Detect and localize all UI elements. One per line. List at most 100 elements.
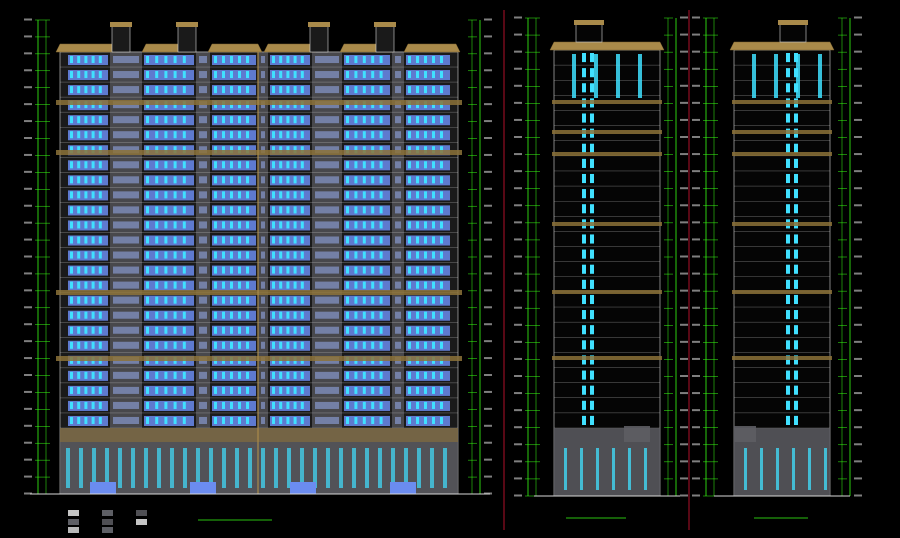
front-window <box>246 86 249 94</box>
front-window <box>164 326 168 334</box>
front-window <box>432 311 435 319</box>
front-window <box>354 176 358 184</box>
side-elevation-a-rail-left-level-label <box>514 33 522 36</box>
front-pier-window <box>315 311 339 319</box>
front-pier-window <box>315 146 339 154</box>
front-window <box>164 86 168 94</box>
side-elevation-b-window <box>786 294 790 305</box>
front-pier-window <box>113 311 139 319</box>
front-pier-window <box>315 281 339 289</box>
front-window <box>424 86 427 94</box>
side-elevation-b-roof-cornice <box>729 41 835 51</box>
front-window <box>408 86 411 94</box>
front-pier-window <box>395 326 401 334</box>
front-window <box>146 221 149 229</box>
side-elevation-a-rail-right-level-label <box>680 443 688 446</box>
front-rail-right-level-label <box>484 137 492 139</box>
front-window <box>279 146 283 154</box>
front-window <box>379 281 383 289</box>
front-window <box>238 341 241 349</box>
side-elevation-a-rail-right-level-label <box>680 16 688 19</box>
side-elevation-a-rail-left-level-label <box>514 443 522 446</box>
front-window <box>222 56 225 64</box>
side-elevation-b-podium-window <box>776 448 779 490</box>
side-elevation-a-rail-right-level-label <box>680 392 688 395</box>
side-elevation-b-rail-right-level-label <box>854 477 862 480</box>
front-window <box>146 206 149 214</box>
legend-swatch <box>68 510 79 516</box>
front-rail-right-level-label <box>484 272 492 275</box>
front-window <box>272 416 275 424</box>
front-rail-left-level-label <box>24 204 32 207</box>
front-tower-cap <box>374 22 396 27</box>
front-tower-cap <box>110 22 132 27</box>
front-pier-window <box>261 146 265 154</box>
front-window <box>440 281 443 289</box>
front-window <box>222 386 225 394</box>
side-elevation-a-window <box>582 370 586 380</box>
front-window <box>155 221 159 229</box>
front-window <box>146 251 149 259</box>
front-window <box>286 416 290 424</box>
front-window <box>230 131 233 139</box>
front-window <box>272 386 275 394</box>
front-window-band <box>68 115 108 126</box>
front-window <box>432 71 435 79</box>
front-window <box>424 416 427 424</box>
front-window <box>91 176 95 184</box>
front-pier-window <box>113 131 139 139</box>
side-elevation-a-window <box>590 264 594 274</box>
front-window <box>440 266 443 274</box>
side-elevation-b-rail-right-level-label <box>854 153 862 156</box>
front-window <box>346 236 349 244</box>
front-window <box>246 386 249 394</box>
front-window <box>214 131 217 139</box>
front-window <box>98 71 102 79</box>
front-window <box>272 176 275 184</box>
front-rail-left-level-label <box>24 475 32 478</box>
legend <box>68 510 147 533</box>
front-rail-left-level-label <box>24 255 32 258</box>
front-window <box>279 386 283 394</box>
front-podium-cornice <box>60 428 458 442</box>
side-elevation-b-window <box>794 264 798 274</box>
front-podium-window <box>131 448 135 488</box>
front-window <box>440 71 443 79</box>
front-window <box>362 131 366 139</box>
front-pier-window <box>113 266 139 274</box>
front-window <box>164 266 168 274</box>
front-window <box>222 206 225 214</box>
front-window <box>230 236 233 244</box>
front-window <box>279 161 283 169</box>
front-window <box>91 56 95 64</box>
front-window-band <box>144 310 194 321</box>
front-window <box>286 281 290 289</box>
front-pier-window <box>261 371 265 379</box>
side-elevation-b-window <box>794 234 798 244</box>
front-window <box>77 416 81 424</box>
front-window <box>408 326 411 334</box>
front-window <box>84 326 88 334</box>
front-window-band <box>406 280 450 291</box>
front-window <box>279 401 283 409</box>
front-window <box>182 371 186 379</box>
front-window <box>279 131 283 139</box>
front-rail-left-level-label <box>24 35 32 38</box>
front-window <box>173 416 177 424</box>
front-window <box>222 236 225 244</box>
front-window <box>293 71 297 79</box>
side-elevation-a-rail-left-level-label <box>514 170 522 173</box>
front-window <box>146 401 149 409</box>
front-window <box>98 386 102 394</box>
front-window-band <box>344 85 390 96</box>
front-pier-window <box>395 251 401 259</box>
front-window <box>286 71 290 79</box>
front-pier-window <box>261 71 265 79</box>
side-elevation-b-window <box>786 415 790 425</box>
front-window <box>354 416 358 424</box>
front-window <box>424 311 427 319</box>
front-window <box>272 206 275 214</box>
front-window <box>91 266 95 274</box>
front-window <box>286 191 290 199</box>
front-window-band <box>144 55 194 66</box>
